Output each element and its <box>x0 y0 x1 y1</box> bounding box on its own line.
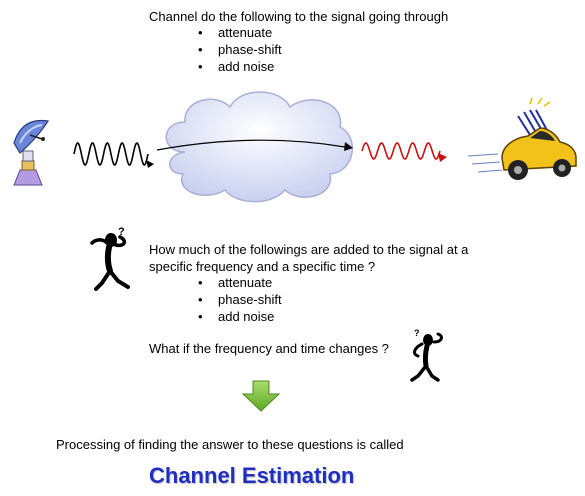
svg-text:?: ? <box>414 328 420 338</box>
top-effect-add-noise: add noise <box>198 58 282 75</box>
output-signal-wave <box>361 142 447 162</box>
page-title: Channel Estimation <box>149 463 355 488</box>
top-heading: Channel do the following to the signal g… <box>149 9 449 24</box>
antenna-dish-icon <box>13 119 49 186</box>
question-effects-list: attenuate phase-shift add noise <box>198 274 282 325</box>
top-effect-attenuate: attenuate <box>198 24 282 41</box>
question-effect-phase-shift: phase-shift <box>198 291 282 308</box>
conclusion-text: Processing of finding the answer to thes… <box>56 437 404 452</box>
top-effect-phase-shift: phase-shift <box>198 41 282 58</box>
input-signal-wave <box>73 142 154 168</box>
cloud-icon <box>165 91 354 203</box>
thinking-person-icon: ? <box>90 226 130 291</box>
question-line-1: How much of the followings are added to … <box>149 242 469 257</box>
down-arrow-icon <box>241 380 281 412</box>
question-line-2: specific frequency and a specific time ? <box>149 259 376 274</box>
question-effect-add-noise: add noise <box>198 308 282 325</box>
signal-path-arrow <box>156 139 353 151</box>
top-effects-list: attenuate phase-shift add noise <box>198 24 282 75</box>
thinking-person-icon: ? <box>410 328 443 382</box>
followup-question: What if the frequency and time changes ? <box>149 341 389 356</box>
question-effect-attenuate: attenuate <box>198 274 282 291</box>
car-icon <box>467 97 577 180</box>
svg-text:?: ? <box>118 226 125 238</box>
